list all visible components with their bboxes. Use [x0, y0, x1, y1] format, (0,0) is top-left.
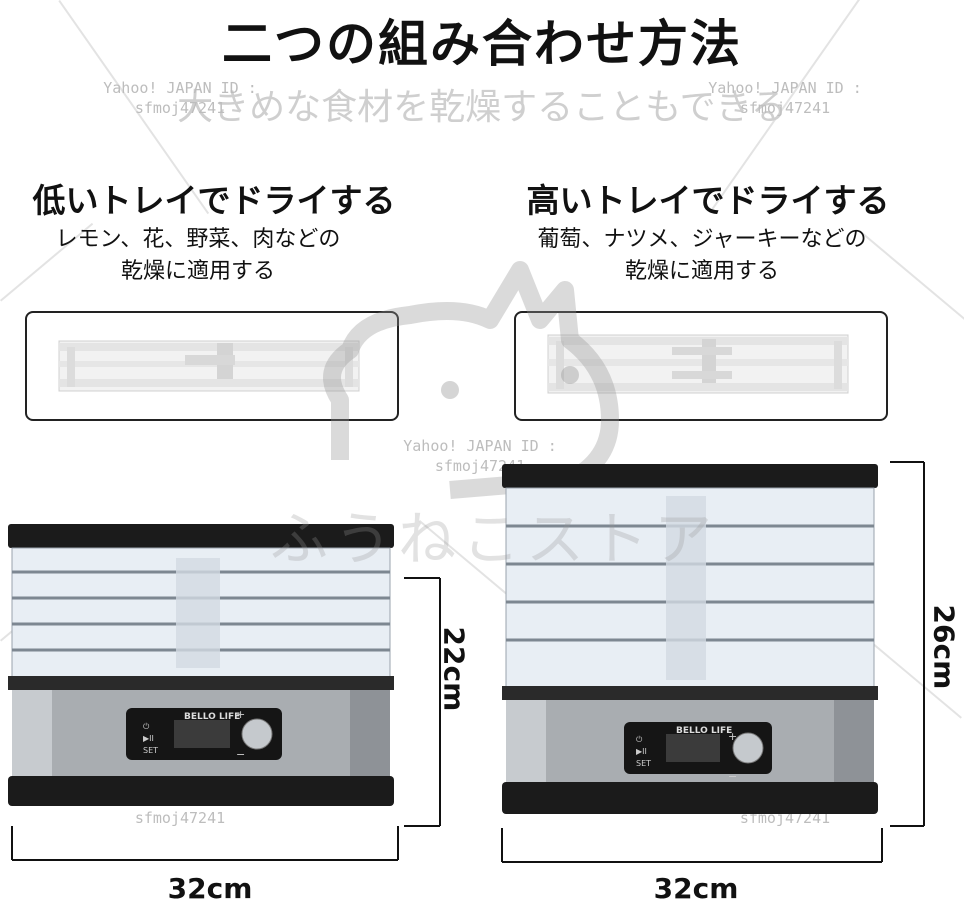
- power-button[interactable]: ⏻: [636, 735, 643, 744]
- play-button[interactable]: ▶II: [636, 747, 647, 756]
- set-button[interactable]: SET: [636, 759, 652, 768]
- watermark-id-value: sfmoj47241: [739, 99, 831, 117]
- watermark-id-value: sfmoj47241: [134, 809, 226, 827]
- brand-label: BELLO LIFE: [184, 712, 241, 722]
- right-width-label: 32cm: [653, 872, 739, 905]
- right-description: 葡萄、ナツメ、ジャーキーなどの 乾燥に適用する: [492, 224, 912, 288]
- left-desc-line: レモン、花、野菜、肉などの: [55, 227, 341, 252]
- control-buttons: ⏻ ▶II SET: [636, 734, 651, 770]
- left-description: レモン、花、野菜、肉などの 乾燥に適用する: [0, 224, 408, 288]
- set-button[interactable]: SET: [143, 746, 159, 755]
- dehydrator-high-image: [502, 464, 878, 814]
- low-tray-box: [25, 311, 399, 421]
- minus-label: −: [728, 770, 738, 783]
- watermark-id-label: Yahoo! JAPAN ID :: [708, 79, 862, 97]
- control-buttons: ⏻ ▶II SET: [143, 721, 158, 757]
- brand-label: BELLO LIFE: [676, 726, 733, 736]
- dehydrator-low-image: [8, 524, 394, 806]
- high-tray-image: [547, 334, 849, 394]
- high-tray-box: [514, 311, 888, 421]
- plus-label: +: [236, 708, 246, 721]
- page-title: 二つの組み合わせ方法: [222, 15, 742, 73]
- page-subtitle: 大きめな食材を乾燥することもできる: [177, 87, 787, 128]
- left-height-label: 22cm: [437, 626, 471, 712]
- low-tray-image: [58, 340, 360, 392]
- left-heading: 低いトレイでドライする: [32, 181, 396, 220]
- right-desc-line: 乾燥に適用する: [624, 259, 779, 284]
- watermark-id: Yahoo! JAPAN ID : sfmoj47241: [95, 78, 265, 118]
- right-heading: 高いトレイでドライする: [526, 181, 890, 220]
- minus-label: −: [236, 748, 246, 761]
- watermark-id-label: Yahoo! JAPAN ID :: [103, 79, 257, 97]
- store-watermark: ふうねこストア: [270, 505, 719, 573]
- play-button[interactable]: ▶II: [143, 734, 154, 743]
- right-height-label: 26cm: [927, 604, 961, 690]
- left-width-label: 32cm: [167, 872, 253, 905]
- left-desc-line: 乾燥に適用する: [120, 259, 275, 284]
- watermark-id: Yahoo! JAPAN ID : sfmoj47241: [700, 78, 870, 118]
- right-desc-line: 葡萄、ナツメ、ジャーキーなどの: [537, 227, 867, 252]
- watermark-id-value: sfmoj47241: [134, 99, 226, 117]
- plus-label: +: [728, 730, 738, 743]
- cat-watermark-icon: [323, 261, 619, 499]
- power-button[interactable]: ⏻: [143, 722, 150, 731]
- watermark-id-label: Yahoo! JAPAN ID :: [403, 437, 557, 455]
